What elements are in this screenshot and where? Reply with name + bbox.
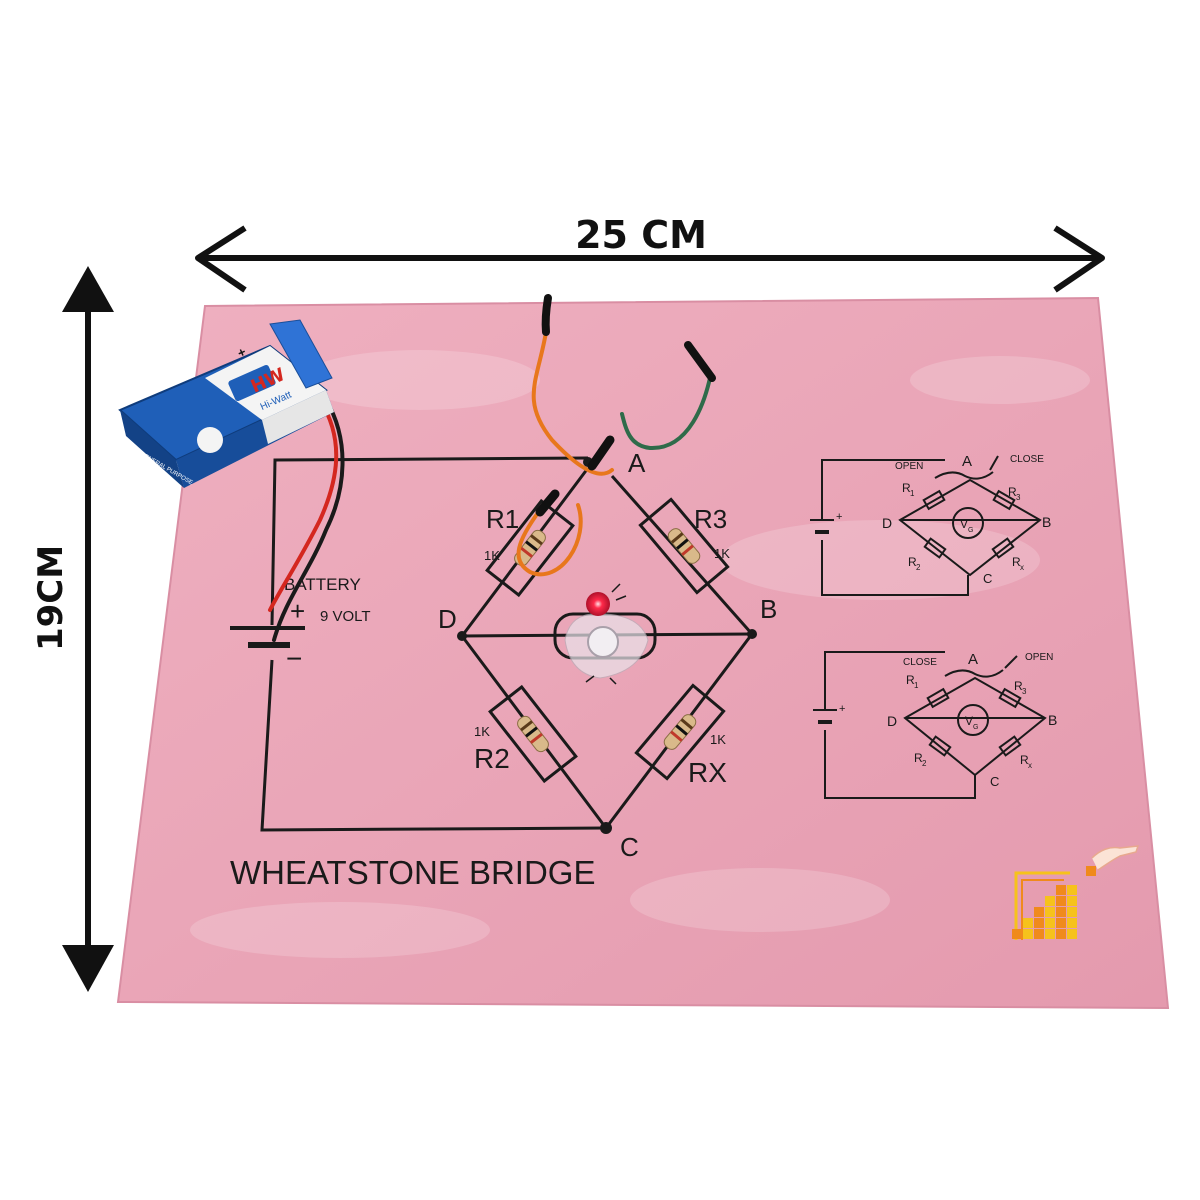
logo-block: [1067, 885, 1077, 895]
nine-volt-battery: HW Hi-Watt GENERAL PURPOSE +: [118, 319, 334, 488]
logo-block: [1045, 896, 1055, 906]
width-label: 25 CM: [575, 213, 707, 257]
mini1-r2: R: [908, 555, 917, 569]
logo-block: [1067, 896, 1077, 906]
mini2-rx: R: [1020, 753, 1029, 767]
rx-value: 1K: [710, 732, 726, 747]
mini2-node-c: C: [990, 774, 999, 789]
height-dimension: 19CM: [31, 266, 114, 992]
led-indicator: [564, 583, 649, 685]
logo-block: [1045, 907, 1055, 917]
logo-block: [1056, 885, 1066, 895]
mini-diagram-open-close: OPEN CLOSE A B C D R 1 R 3 R 2 R x V G +: [810, 453, 1051, 596]
battery-voltage: 9 VOLT: [320, 608, 371, 625]
logo-block: [1034, 907, 1044, 917]
mini1-node-b: B: [1042, 514, 1051, 530]
right-arrow-icon: [1053, 225, 1105, 293]
resistor-components: [514, 528, 701, 753]
mini1-plus: +: [836, 511, 842, 523]
r2-symbol: [488, 684, 578, 784]
r1-label: R1: [486, 504, 519, 534]
battery-minus-label: −: [286, 643, 302, 674]
mini1-rx: R: [1012, 555, 1021, 569]
node-c-label: C: [620, 832, 639, 862]
mini2-r3-sub: 3: [1022, 687, 1027, 696]
led-bulb: [586, 592, 610, 616]
down-arrow-icon: [62, 945, 114, 992]
height-label: 19CM: [31, 545, 71, 651]
logo-block: [1056, 896, 1066, 906]
mini2-r1-sub: 1: [914, 681, 919, 690]
logo-block: [1067, 907, 1077, 917]
logo-block: [1067, 918, 1077, 928]
logo-block: [1086, 866, 1096, 876]
mini1-left-switch: OPEN: [895, 461, 923, 472]
mini1-r3: R: [1008, 485, 1017, 499]
board-title: WHEATSTONE BRIDGE: [230, 854, 595, 891]
mini2-r1: R: [906, 673, 915, 687]
logo-block: [1012, 929, 1022, 939]
mini2-vg-sub: G: [973, 724, 978, 731]
logo-block: [1023, 918, 1033, 928]
mini1-rx-sub: x: [1020, 563, 1024, 572]
battery-snap-connector: [269, 319, 333, 389]
mini2-node-a: A: [968, 651, 978, 668]
mini2-r2: R: [914, 751, 923, 765]
mini1-right-switch: CLOSE: [1010, 454, 1044, 465]
jumper-wires: [268, 294, 716, 642]
r1-value: 1K: [484, 548, 500, 563]
mini1-r3-sub: 3: [1016, 493, 1021, 502]
mini1-node-c: C: [983, 571, 992, 586]
hand-icon: [1091, 845, 1140, 871]
mini-diagram-close-open: CLOSE OPEN A B C D R 1 R 3 R 2 R x V G +: [813, 651, 1057, 799]
node-d-label: D: [438, 604, 457, 634]
rx-symbol: [634, 683, 726, 781]
mini2-node-b: B: [1048, 712, 1057, 728]
logo-block: [1045, 929, 1055, 939]
r3-value: 1K: [714, 546, 730, 561]
r2-value: 1K: [474, 724, 490, 739]
logo-block: [1034, 918, 1044, 928]
r1-symbol: [485, 498, 575, 598]
width-dimension: 25 CM: [195, 213, 1105, 293]
mini2-vg: V: [965, 714, 973, 728]
battery-plus-label: +: [290, 596, 305, 626]
mini1-r1-sub: 1: [910, 489, 915, 498]
mini2-node-d: D: [887, 713, 897, 729]
node-a-label: A: [628, 448, 646, 478]
logo-block: [1045, 918, 1055, 928]
r2-label: R2: [474, 743, 510, 774]
node-b-label: B: [760, 594, 777, 624]
up-arrow-icon: [62, 266, 114, 312]
mini2-r2-sub: 2: [922, 759, 927, 768]
r3-label: R3: [694, 504, 727, 534]
r3-symbol: [638, 497, 730, 595]
logo-block: [1056, 929, 1066, 939]
mini2-plus: +: [839, 703, 845, 715]
left-arrow-icon: [195, 225, 247, 293]
brand-logo: [1012, 845, 1140, 940]
mini1-vg: V: [960, 517, 968, 531]
logo-block: [1056, 907, 1066, 917]
mini1-node-a: A: [962, 453, 972, 470]
mini1-r2-sub: 2: [916, 563, 921, 572]
mini1-vg-sub: G: [968, 527, 973, 534]
mini2-rx-sub: x: [1028, 761, 1032, 770]
logo-block: [1067, 929, 1077, 939]
mini2-right-switch: OPEN: [1025, 652, 1053, 663]
rx-label: RX: [688, 757, 727, 788]
mini2-left-switch: CLOSE: [903, 657, 937, 668]
logo-block: [1023, 929, 1033, 939]
logo-block: [1034, 929, 1044, 939]
mini1-r1: R: [902, 481, 911, 495]
mini2-r3: R: [1014, 679, 1023, 693]
mini1-node-d: D: [882, 515, 892, 531]
logo-block: [1056, 918, 1066, 928]
